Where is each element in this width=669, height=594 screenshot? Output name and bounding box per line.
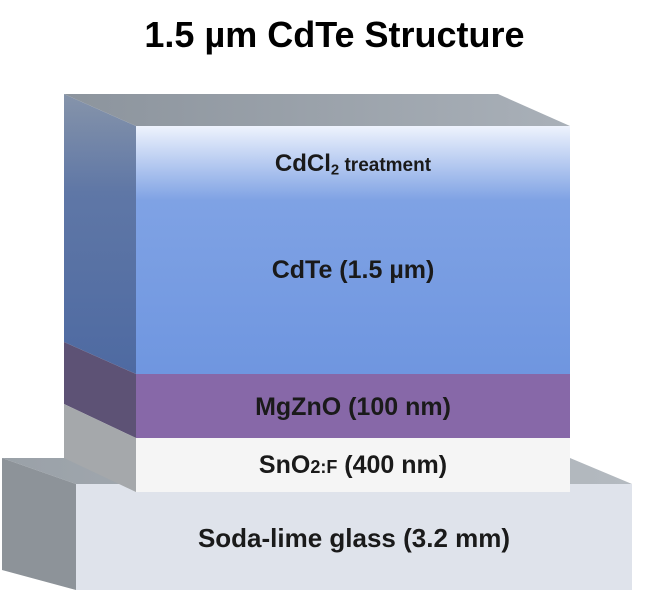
mgzno-side-face [64, 342, 136, 438]
mgzno-label: MgZnO (100 nm) [255, 393, 451, 421]
stack-side [64, 94, 136, 492]
sno2-layer [136, 438, 570, 492]
stack-top-face [64, 94, 570, 126]
sno2-side-face [64, 404, 136, 492]
cdte-side-face [64, 94, 136, 374]
cdte-label: CdTe (1.5 µm) [271, 256, 435, 284]
glass-label: Soda-lime glass (3.2 mm) [197, 523, 511, 553]
cdcl2-treatment-label: CdCl2 treatment [274, 150, 432, 179]
mgzno-layer [136, 374, 570, 438]
glass-front-face [76, 484, 632, 590]
diagram-title: 1.5 µm CdTe Structure [144, 14, 525, 55]
cdte-layer [136, 126, 570, 374]
sno2-label: SnO2:F (400 nm) [258, 451, 448, 479]
glass-side-face [2, 458, 76, 590]
